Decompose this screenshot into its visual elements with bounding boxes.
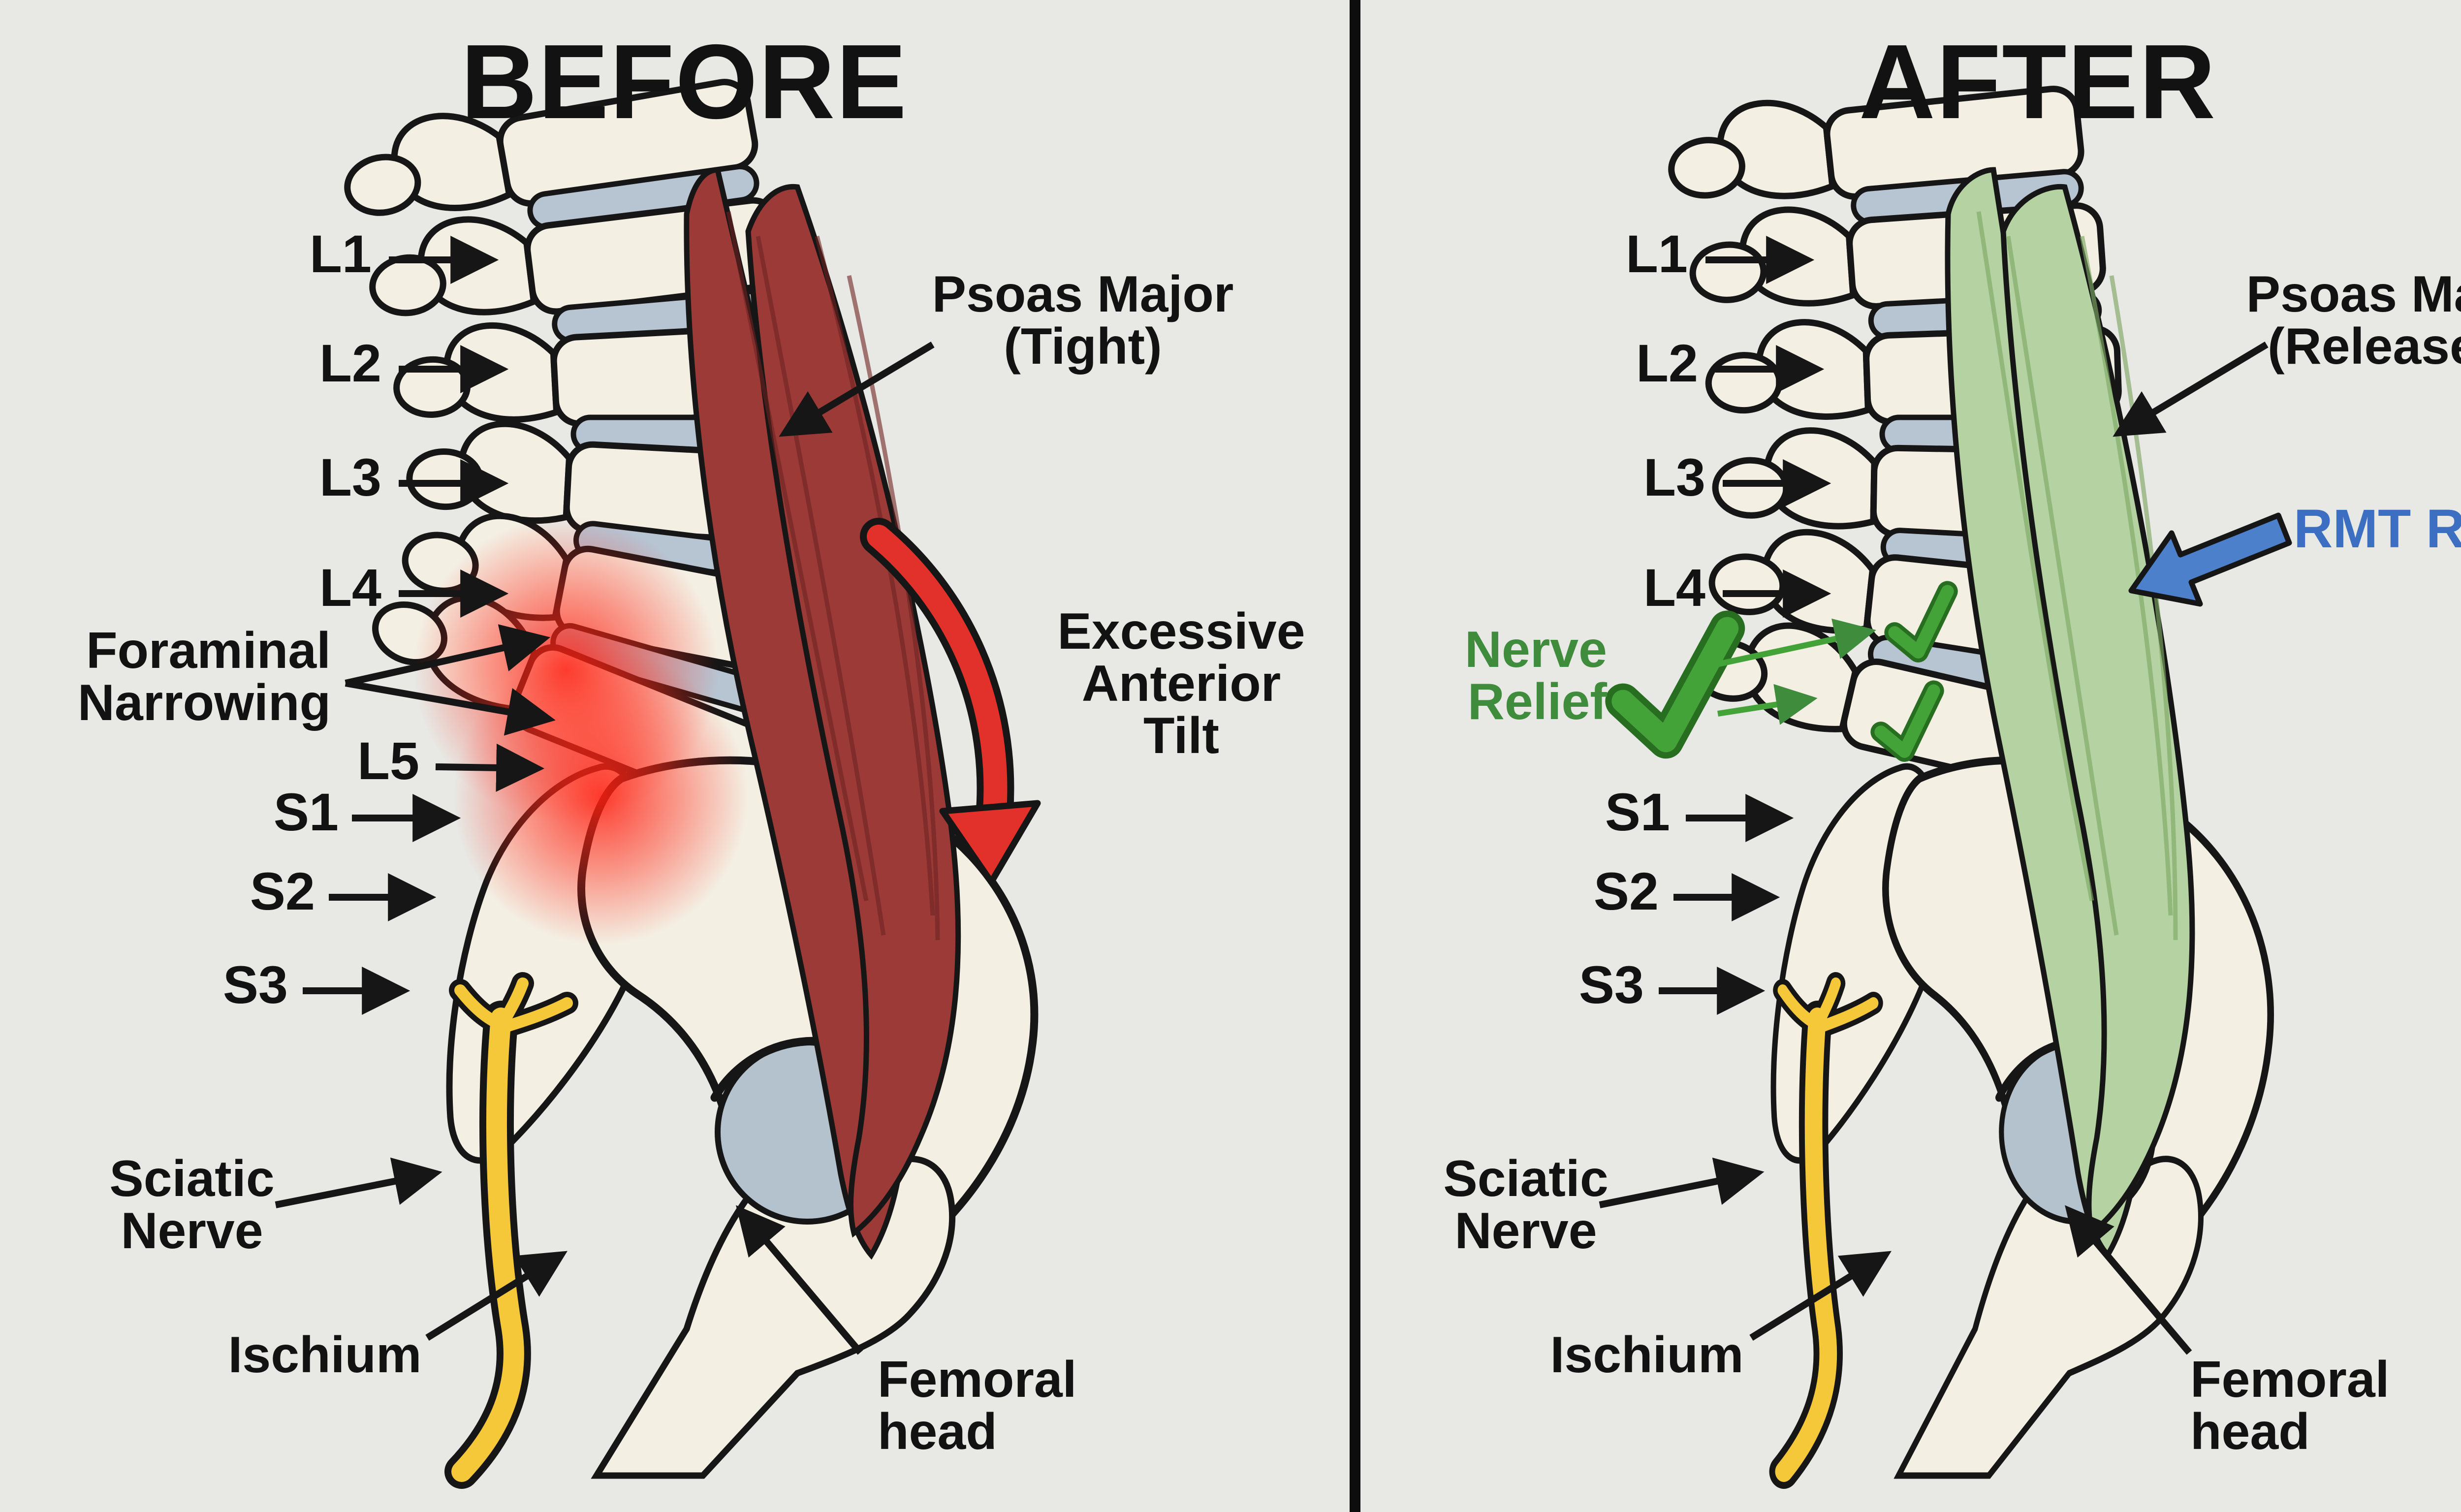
vertebra-label-l5-before: L5 bbox=[357, 731, 419, 790]
sciatic-line2-before: Nerve bbox=[121, 1202, 263, 1260]
psoas-arrow-before bbox=[779, 341, 935, 437]
nerve-relief-arrow-upper bbox=[1711, 618, 1876, 668]
nerve-relief-line2: Relief bbox=[1467, 673, 1607, 730]
vertebra-label-l3-before: L3 bbox=[319, 447, 381, 507]
vertebra-label-l4-after: L4 bbox=[1643, 558, 1705, 617]
vertebra-label-l4-before: L4 bbox=[319, 558, 381, 617]
big-check-icon bbox=[1605, 610, 1745, 759]
rmt-release-label: RMT Release bbox=[2294, 499, 2461, 559]
sciatic-arrow-before bbox=[275, 1157, 442, 1208]
psoas-released-line1: Psoas Major bbox=[2246, 266, 2461, 323]
ischium-arrow-before bbox=[425, 1251, 568, 1341]
nerve-relief-arrow-lower bbox=[1717, 684, 1818, 725]
l5-arrow-before bbox=[435, 743, 545, 792]
foraminal-line1: Foraminal bbox=[86, 622, 331, 679]
vertebra-label-l2-before: L2 bbox=[319, 333, 381, 393]
sacral-label-s3-before: S3 bbox=[222, 955, 288, 1014]
after-title: AFTER bbox=[1859, 22, 2217, 141]
psoas-muscle-tight bbox=[684, 167, 961, 1260]
vertebra-label-l1-after: L1 bbox=[1625, 224, 1688, 284]
vertebra-label-l2-after: L2 bbox=[1636, 333, 1698, 393]
sacral-label-s3-after: S3 bbox=[1578, 955, 1644, 1014]
ischium-arrow-after bbox=[1749, 1251, 1892, 1341]
femoral-head-label-before: Femoral head bbox=[878, 1354, 1077, 1458]
psoas-tight-line1: Psoas Major bbox=[932, 266, 1234, 323]
psoas-tight-label: Psoas Major (Tight) bbox=[911, 268, 1255, 373]
foraminal-arrow-lower bbox=[345, 680, 556, 736]
vertebra-label-l1-before: L1 bbox=[309, 224, 372, 284]
sacral-label-s1-before: S1 bbox=[273, 782, 339, 842]
vertebra-label-l3-after: L3 bbox=[1643, 447, 1705, 507]
nerve-relief-label: Nerve Relief bbox=[1465, 624, 1607, 728]
sciatic-arrow-after bbox=[1599, 1157, 1765, 1208]
psoas-released-label: Psoas Major (Released) bbox=[2225, 268, 2461, 373]
foramen-check-icon-lower bbox=[1870, 680, 1944, 762]
ischium-label-before: Ischium bbox=[228, 1326, 422, 1384]
femoral-line2-after: head bbox=[2190, 1403, 2310, 1460]
psoas-arrow-after bbox=[2113, 341, 2269, 437]
femoral-line2-before: head bbox=[878, 1403, 997, 1460]
sciatic-line1-before: Sciatic bbox=[109, 1150, 275, 1207]
psoas-released-line2: (Released) bbox=[2268, 318, 2461, 375]
before-title: BEFORE bbox=[461, 22, 908, 141]
sciatic-nerve-label-after: Sciatic Nerve bbox=[1378, 1153, 1673, 1257]
nerve-relief-checkmarks bbox=[1605, 581, 1958, 762]
anterior-tilt-label: Excessive Anterior Tilt bbox=[1014, 605, 1349, 762]
femoral-head-label-after: Femoral head bbox=[2190, 1354, 2390, 1458]
foramen-check-icon-upper bbox=[1884, 581, 1958, 662]
sacral-label-s2-after: S2 bbox=[1593, 861, 1659, 921]
panel-divider bbox=[1350, 0, 1360, 1512]
psoas-tight-line2: (Tight) bbox=[1004, 318, 1162, 375]
femoral-line1-before: Femoral bbox=[878, 1351, 1077, 1408]
sciatic-line1-after: Sciatic bbox=[1443, 1150, 1609, 1207]
nerve-relief-line1: Nerve bbox=[1464, 621, 1607, 678]
femoral-line1-after: Femoral bbox=[2190, 1351, 2390, 1408]
femoral-arrow-after bbox=[2065, 1205, 2192, 1355]
rmt-release-arrow bbox=[2128, 512, 2292, 607]
foraminal-arrow-upper bbox=[345, 624, 551, 687]
tilt-line3: Tilt bbox=[1143, 707, 1220, 764]
sciatic-line2-after: Nerve bbox=[1454, 1202, 1597, 1260]
sciatic-nerve-label-before: Sciatic Nerve bbox=[44, 1153, 340, 1257]
anterior-tilt-arrow bbox=[860, 518, 1041, 885]
femoral-arrow-before bbox=[736, 1205, 863, 1355]
tilt-line2: Anterior bbox=[1081, 655, 1281, 712]
after-anatomy bbox=[1605, 70, 2271, 1476]
sacral-label-s2-before: S2 bbox=[250, 861, 315, 921]
pointer-arrows bbox=[275, 236, 2292, 1355]
ischium-label-after: Ischium bbox=[1550, 1326, 1744, 1384]
foraminal-narrowing-label: Foraminal Narrowing bbox=[78, 625, 331, 729]
tilt-line1: Excessive bbox=[1057, 603, 1305, 660]
foraminal-line2: Narrowing bbox=[77, 674, 331, 731]
sacral-label-s1-after: S1 bbox=[1605, 782, 1670, 842]
